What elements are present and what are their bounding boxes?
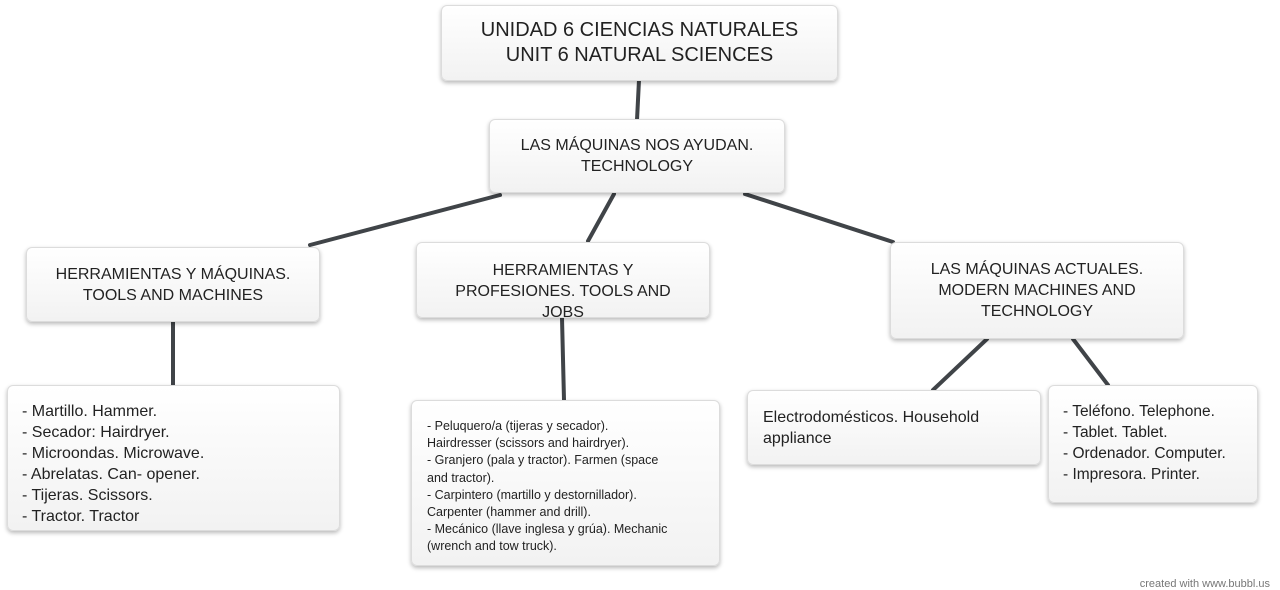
main-topic-node[interactable]: LAS MÁQUINAS NOS AYUDAN. TECHNOLOGY [489,119,785,193]
modern-machines-line-3: TECHNOLOGY [980,303,1093,320]
list-item: - Secador: Hairdryer. [22,424,170,441]
tools-jobs-line-1: HERRAMIENTAS Y [492,262,634,279]
list-item: - Mecánico (llave inglesa y grúa). Mecha… [427,522,668,537]
main-topic-line-2: TECHNOLOGY [580,158,693,175]
list-item: (wrench and tow truck). [427,539,557,554]
tools-jobs-line-3: JOBS [542,304,584,318]
modern-machines-node[interactable]: LAS MÁQUINAS ACTUALES. MODERN MACHINES A… [890,242,1184,339]
list-item: - Tractor. Tractor [22,508,140,525]
tools-jobs-line-2: PROFESIONES. TOOLS AND [455,283,671,300]
household-line-1: Electrodomésticos. Household [763,409,980,426]
tools-machines-line-2: TOOLS AND MACHINES [82,286,264,304]
main-topic-line-1: LAS MÁQUINAS NOS AYUDAN. [520,137,754,154]
tools-list-node[interactable]: - Martillo. Hammer. - Secador: Hairdryer… [7,385,340,531]
list-item: Carpenter (hammer and drill). [427,505,591,520]
list-item: - Abrelatas. Can- opener. [22,466,200,483]
list-item: - Tijeras. Scissors. [22,487,153,504]
list-item: - Tablet. Tablet. [1063,424,1168,441]
list-item: - Peluquero/a (tijeras y secador). [427,419,609,433]
modern-machines-line-2: MODERN MACHINES AND [938,282,1136,299]
connector-main-tools [308,193,502,247]
connector-root-main [635,78,641,122]
devices-list-node[interactable]: - Teléfono. Telephone. - Tablet. Tablet.… [1048,385,1258,503]
root-line-1: UNIDAD 6 CIENCIAS NATURALES [480,19,799,41]
root-node[interactable]: UNIDAD 6 CIENCIAS NATURALES UNIT 6 NATUR… [441,5,838,81]
household-line-2: appliance [763,430,832,447]
list-item: - Granjero (pala y tractor). Farmen (spa… [427,453,659,468]
household-node[interactable]: Electrodomésticos. Household appliance [747,390,1041,465]
footer-credit[interactable]: created with www.bubbl.us [1139,578,1270,590]
connector-modern-household [931,337,989,392]
list-item: - Teléfono. Telephone. [1063,403,1215,420]
list-item: - Microondas. Microwave. [22,445,205,462]
list-item: - Carpintero (martillo y destornillador)… [427,487,637,502]
modern-machines-line-1: LAS MÁQUINAS ACTUALES. [930,261,1144,278]
list-item: - Martillo. Hammer. [22,403,158,420]
tools-machines-line-1: HERRAMIENTAS Y MÁQUINAS. [55,265,291,283]
connector-main-jobs [586,192,616,243]
connector-main-modern [743,192,895,244]
list-item: Hairdresser (scissors and hairdryer). [427,436,630,451]
list-item: - Ordenador. Computer. [1063,445,1226,462]
connector-modern-devices [1071,337,1110,387]
list-item: and tractor). [427,470,495,485]
jobs-list-node[interactable]: - Peluquero/a (tijeras y secador). Haird… [411,400,720,566]
root-line-2: UNIT 6 NATURAL SCIENCES [505,44,774,66]
tools-machines-node[interactable]: HERRAMIENTAS Y MÁQUINAS. TOOLS AND MACHI… [26,247,320,322]
list-item: - Impresora. Printer. [1063,466,1200,483]
connector-jobs-list [560,316,566,402]
tools-jobs-node[interactable]: HERRAMIENTAS Y PROFESIONES. TOOLS AND JO… [416,242,710,318]
